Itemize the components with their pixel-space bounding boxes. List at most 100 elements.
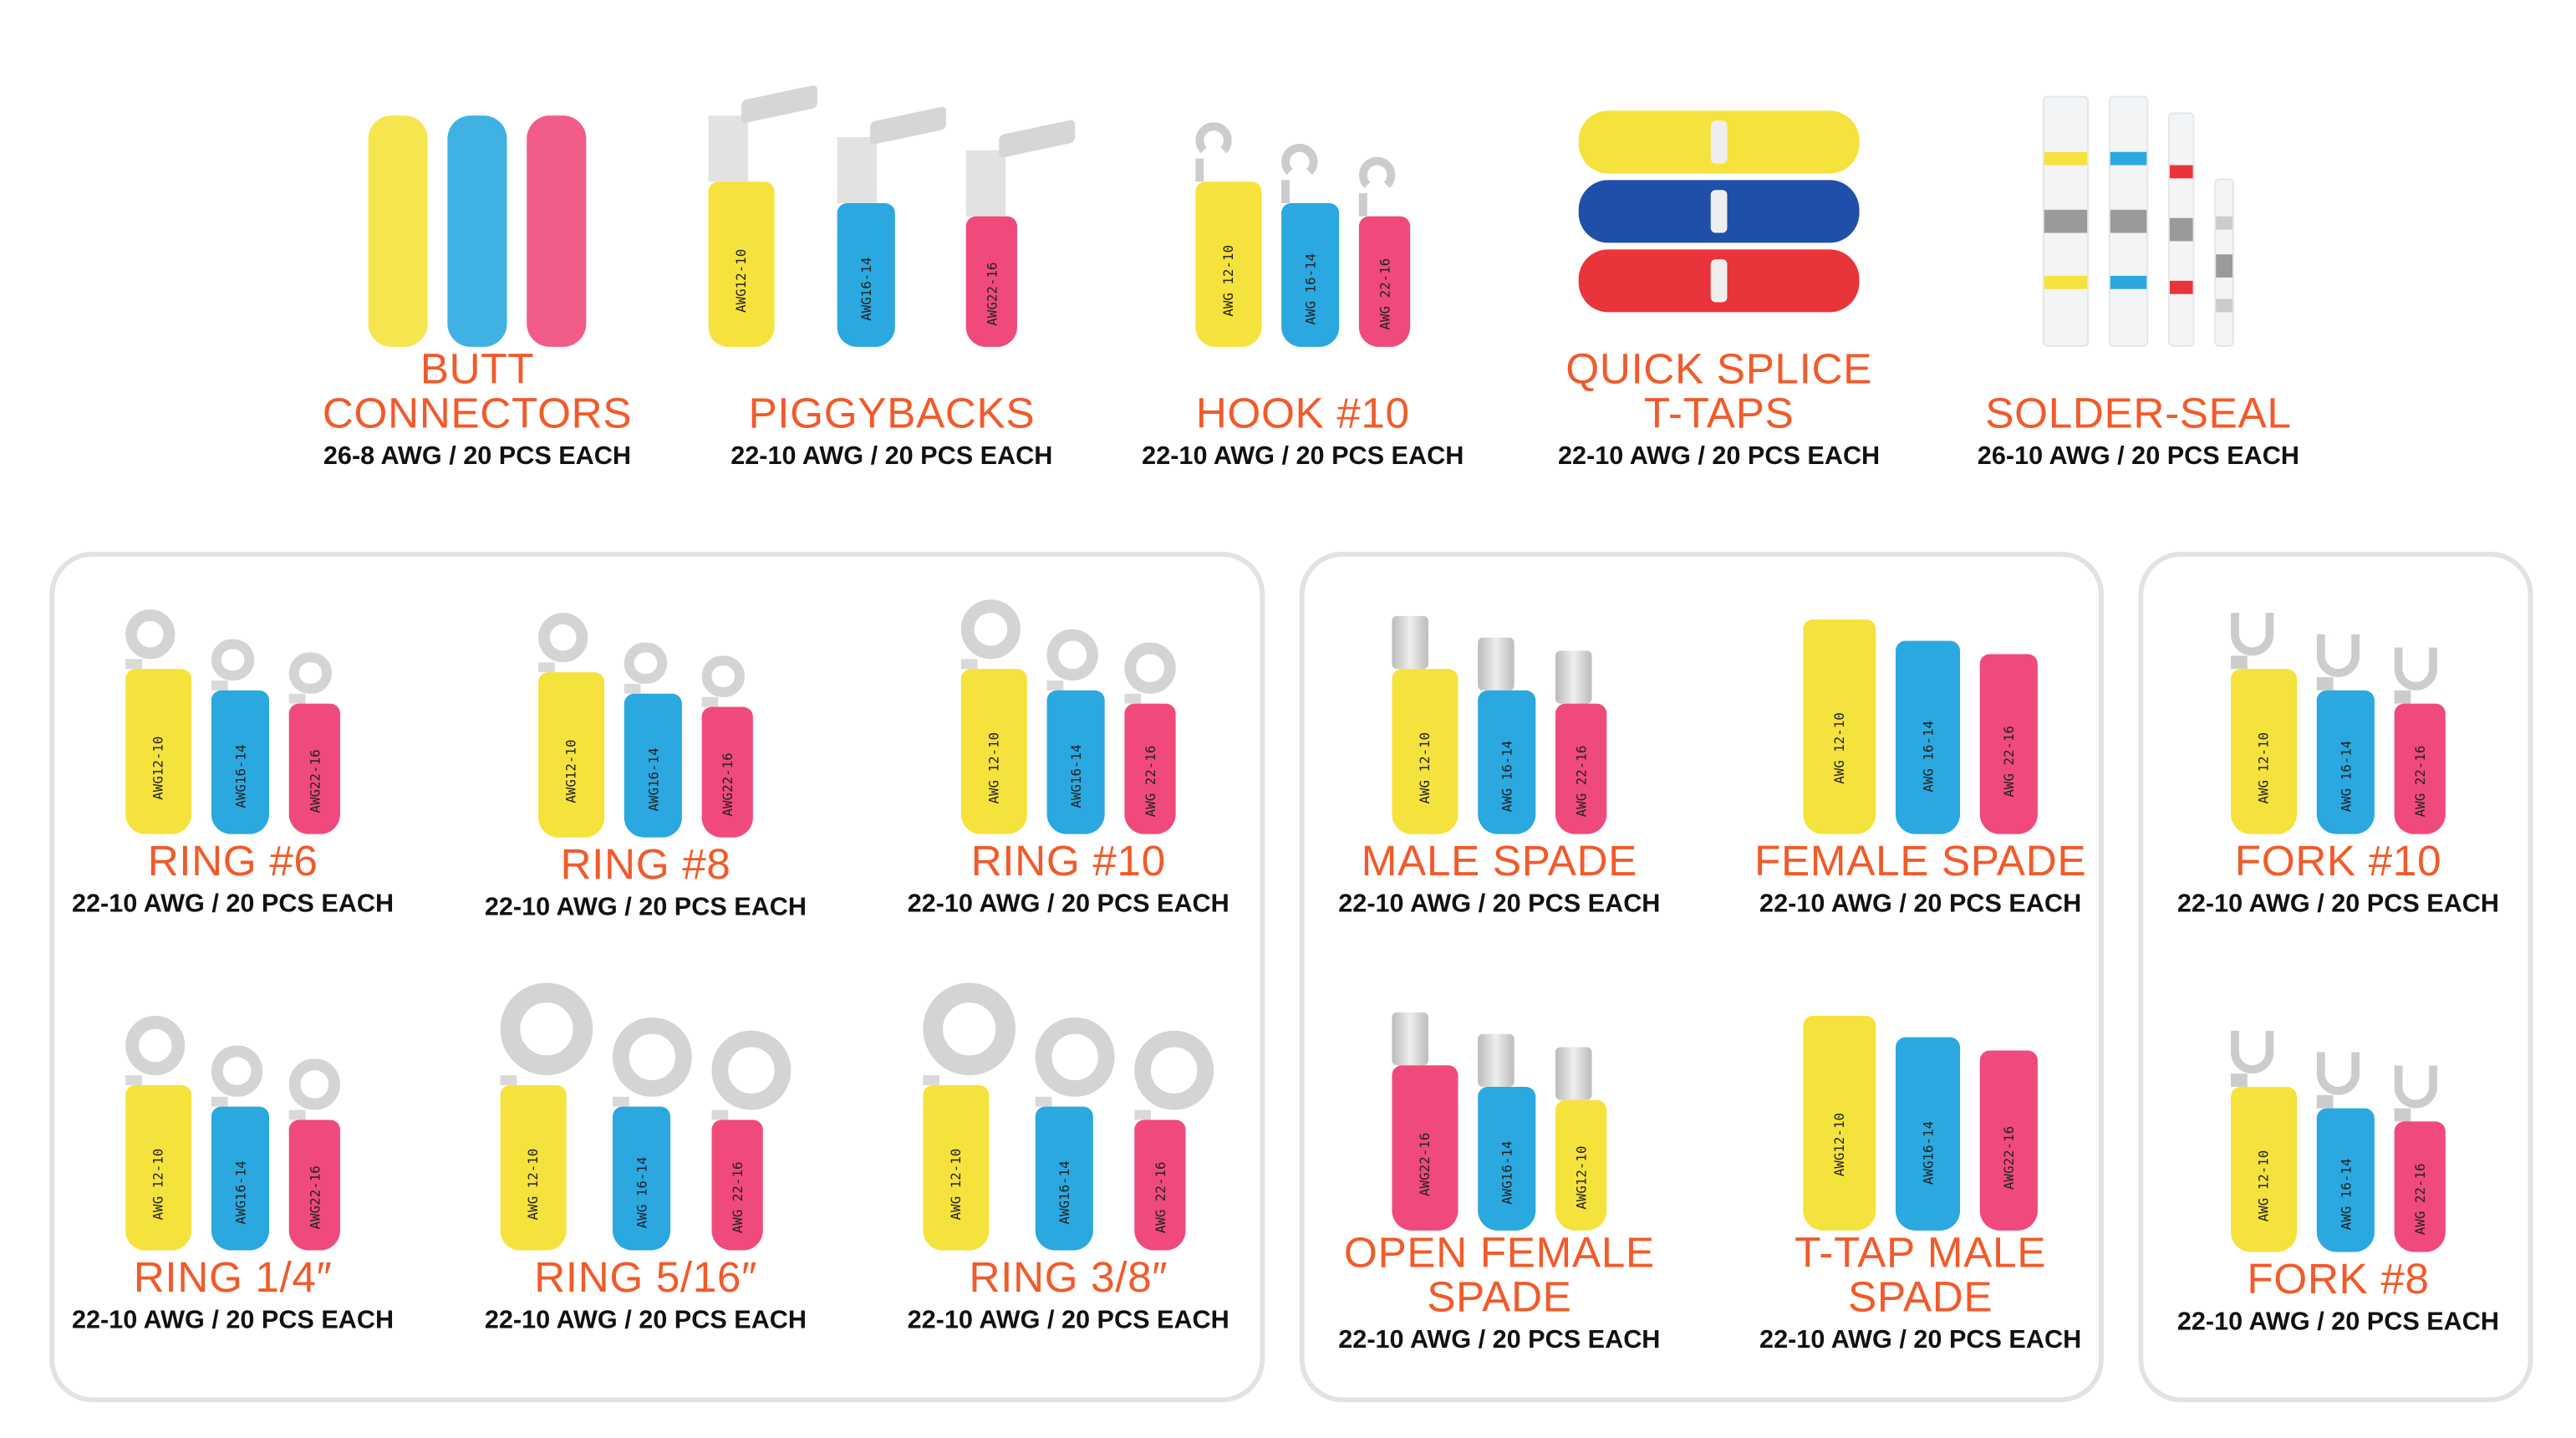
sleeve-marking: AWG22-16: [307, 750, 323, 814]
sleeve-marking: AWG16-14: [1499, 1140, 1515, 1206]
sleeve-band: [2169, 280, 2193, 294]
insulated-sleeve: AWG22-16: [288, 1119, 340, 1251]
sleeve-marking: AWG 12-10: [1418, 732, 1433, 804]
sleeve-marking: AWG22-16: [2001, 1126, 2017, 1191]
product-title: SOLDER-SEAL: [1916, 347, 2361, 436]
sleeve-band: [2216, 216, 2233, 230]
sleeve-marking: AWG 22-16: [2412, 746, 2428, 818]
product-title: FEMALE SPADE: [1698, 834, 2143, 884]
terminal-ring-s: AWG12-10: [125, 609, 192, 834]
terminal-hook: AWG 22-16: [1358, 156, 1411, 347]
ring-tongue-icon: [125, 609, 176, 660]
insulated-sleeve: AWG16-14: [211, 1106, 270, 1251]
ring-tongue-icon: [211, 638, 254, 681]
sleeve-marking: AWG12-10: [563, 739, 579, 803]
product-solder-seal: SOLDER-SEAL 26-10 AWG / 20 PCS EACH: [1916, 74, 2361, 479]
terminal-neck: [1195, 158, 1204, 182]
product-spec: 22-10 AWG / 20 PCS EACH: [71, 1306, 395, 1335]
insulated-sleeve: AWG12-10: [1555, 1099, 1607, 1231]
ring-tongue-icon: [1134, 1031, 1214, 1110]
ring-tongue-icon: [613, 1017, 692, 1097]
insulated-sleeve: AWG16-14: [1478, 1086, 1536, 1231]
terminal-fork: AWG 16-14: [2316, 634, 2375, 834]
product-title-line: T-TAPS: [1643, 388, 1795, 438]
sleeve-band: [2044, 275, 2088, 289]
terminal-male: AWG 22-16: [1555, 650, 1607, 834]
t-tap-splice-connector: [1578, 179, 1860, 242]
ring-tongue-icon: [125, 1015, 186, 1076]
terminal-piggyback: AWG16-14: [837, 105, 947, 347]
fork-tongue-icon: [2316, 634, 2360, 677]
sleeve-marking: AWG 16-14: [1920, 721, 1936, 793]
spade-blade-icon: [1555, 650, 1592, 704]
product-title-line: T-TAP MALE: [1795, 1226, 2047, 1277]
product-title-line: RING #8: [560, 839, 731, 889]
product-title: MALE SPADE: [1276, 834, 1722, 884]
metal-blade: [1710, 258, 1728, 302]
product-title: RING 3/8″: [846, 1251, 1291, 1300]
insulated-sleeve: AWG 16-14: [2316, 1108, 2375, 1252]
insulated-sleeve: AWG12-10: [708, 181, 775, 347]
product-title: RING #6: [10, 834, 456, 884]
terminal-ring-m: AWG 22-16: [1124, 643, 1176, 834]
terminal-neck: [924, 1075, 940, 1085]
insulated-sleeve: AWG16-14: [624, 693, 682, 838]
product-title: RING #10: [846, 834, 1291, 884]
product-title: RING 1/4″: [10, 1251, 456, 1300]
insulated-sleeve: AWG16-14: [1046, 690, 1105, 834]
insulated-sleeve: AWG 22-16: [2394, 703, 2446, 834]
product-image: [1496, 74, 1942, 347]
sleeve-marking: AWG16-14: [232, 1160, 248, 1225]
terminal-fork: AWG 12-10: [2231, 612, 2298, 834]
insulated-sleeve: AWG 22-16: [711, 1119, 763, 1251]
product-title-line: RING 5/16″: [534, 1252, 757, 1302]
product-title: RING 5/16″: [423, 1251, 868, 1300]
insulated-sleeve: AWG 22-16: [1134, 1119, 1186, 1251]
product-spec: 22-10 AWG / 20 PCS EACH: [907, 1306, 1229, 1335]
insulated-sleeve: AWG 16-14: [1478, 690, 1536, 834]
solder-ring: [2044, 208, 2088, 232]
terminal-female: AWG 22-16: [1979, 654, 2038, 834]
metal-blade: [1710, 189, 1728, 232]
product-spec: 26-10 AWG / 20 PCS EACH: [1977, 442, 2299, 472]
solder-ring: [2110, 208, 2147, 232]
sleeve-marking: AWG 16-14: [634, 1156, 650, 1229]
product-image: AWG22-16 AWG16-14 AWG12-10: [1276, 933, 1722, 1231]
product-image: [1916, 74, 2361, 347]
insulated-sleeve: AWG16-14: [1895, 1037, 1961, 1231]
butt-connector-sleeve: [447, 115, 507, 347]
ring-tongue-icon: [701, 655, 745, 697]
product-title-line: RING 3/8″: [969, 1252, 1168, 1302]
terminal-fork: AWG 16-14: [2316, 1052, 2375, 1252]
terminal-fork: AWG 22-16: [2394, 1065, 2446, 1252]
solder-seal-sleeve: [2108, 95, 2149, 347]
insulated-sleeve: AWG 12-10: [501, 1084, 568, 1251]
product-spec: 22-10 AWG / 20 PCS EACH: [907, 890, 1229, 919]
terminal-neck: [125, 659, 142, 670]
butt-connector-sleeve: [527, 115, 587, 347]
ring-tongue-icon: [501, 982, 594, 1076]
terminal-ring-s: AWG22-16: [288, 651, 340, 834]
terminal-ring-m: AWG16-14: [1046, 630, 1105, 834]
sleeve-marking: AWG22-16: [1418, 1132, 1433, 1196]
insulated-sleeve: AWG 12-10: [924, 1084, 990, 1251]
sleeve-marking: AWG 16-14: [1302, 253, 1318, 325]
insulated-sleeve: AWG 12-10: [960, 669, 1027, 834]
product-title-line: OPEN FEMALE: [1343, 1226, 1655, 1277]
sleeve-marking: AWG22-16: [307, 1166, 323, 1231]
product-title-line: PIGGYBACKS: [748, 388, 1036, 438]
product-title-line: CONNECTORS: [322, 388, 633, 438]
terminal-neck: [288, 693, 306, 704]
terminal-ring-s: AWG12-10: [538, 612, 605, 838]
sleeve-marking: AWG16-14: [232, 744, 248, 808]
insulated-sleeve: AWG22-16: [288, 703, 340, 834]
product-spec: 22-10 AWG / 20 PCS EACH: [731, 442, 1053, 472]
